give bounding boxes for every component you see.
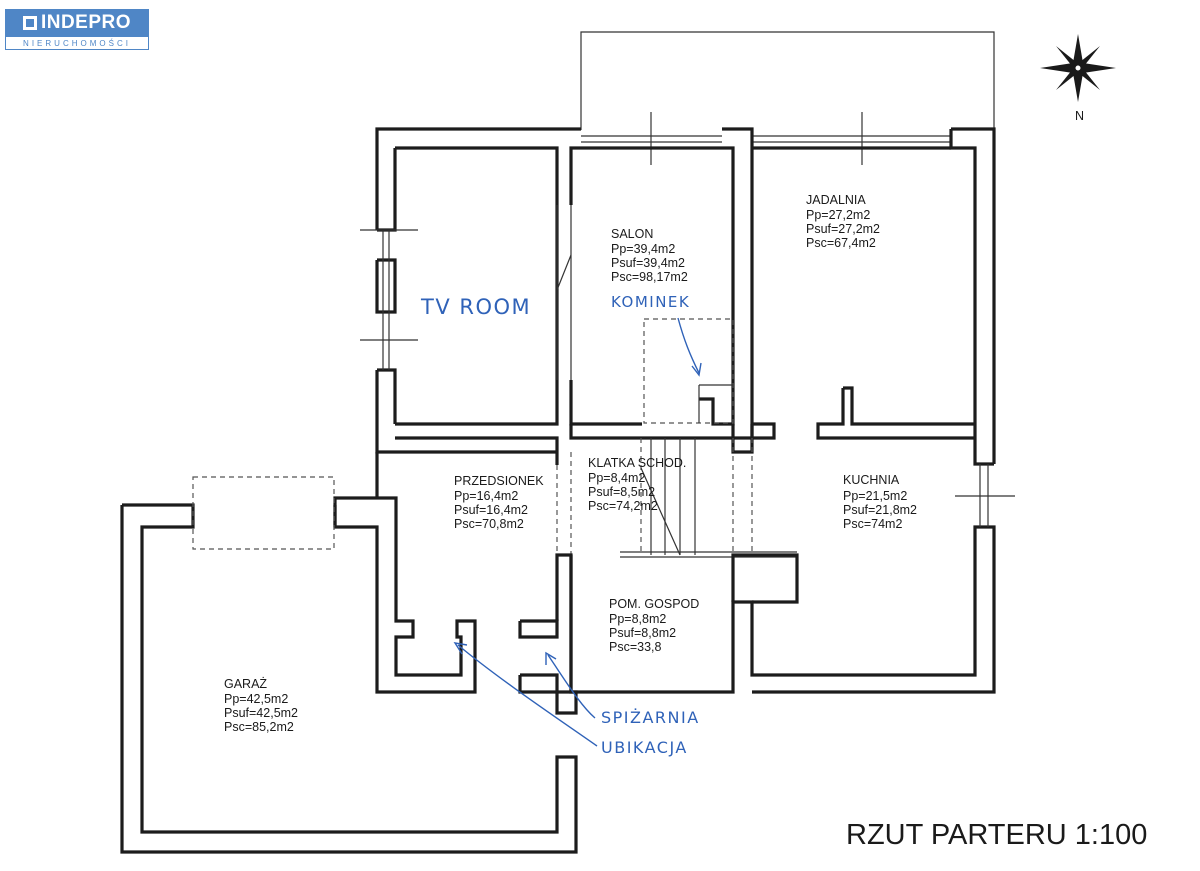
staircase bbox=[620, 438, 797, 558]
svg-text:SALON: SALON bbox=[611, 227, 653, 241]
handwritten-ubikacja: UBIKACJA bbox=[601, 738, 688, 757]
svg-text:Psuf=8,5m2: Psuf=8,5m2 bbox=[588, 485, 655, 499]
svg-text:Psc=98,17m2: Psc=98,17m2 bbox=[611, 270, 688, 284]
svg-text:Pp=8,8m2: Pp=8,8m2 bbox=[609, 612, 666, 626]
logo-name: INDEPRO bbox=[40, 11, 132, 33]
svg-text:Psc=70,8m2: Psc=70,8m2 bbox=[454, 517, 524, 531]
compass-rose-icon bbox=[1040, 34, 1116, 102]
svg-text:KUCHNIA: KUCHNIA bbox=[843, 473, 900, 487]
svg-text:Psuf=8,8m2: Psuf=8,8m2 bbox=[609, 626, 676, 640]
handwritten-kominek: KOMINEK bbox=[611, 293, 690, 311]
svg-text:KLATKA SCHOD.: KLATKA SCHOD. bbox=[588, 456, 686, 470]
room-label-klatka: KLATKA SCHOD. Pp=8,4m2 Psuf=8,5m2 Psc=74… bbox=[588, 456, 686, 513]
svg-text:Psc=74m2: Psc=74m2 bbox=[843, 517, 902, 531]
room-label-kuchnia: KUCHNIA Pp=21,5m2 Psuf=21,8m2 Psc=74m2 bbox=[843, 473, 917, 531]
svg-text:Pp=39,4m2: Pp=39,4m2 bbox=[611, 242, 675, 256]
handwritten-spizarnia: SPIŻARNIA bbox=[601, 708, 700, 727]
svg-text:Psuf=39,4m2: Psuf=39,4m2 bbox=[611, 256, 685, 270]
svg-text:Psuf=21,8m2: Psuf=21,8m2 bbox=[843, 503, 917, 517]
svg-text:Psc=74,2m2: Psc=74,2m2 bbox=[588, 499, 658, 513]
arrow-spizarnia bbox=[545, 651, 596, 719]
plan-title: RZUT PARTERU 1:100 bbox=[846, 819, 1147, 851]
window-salon bbox=[581, 112, 722, 165]
terrace-outline bbox=[580, 31, 995, 130]
svg-text:JADALNIA: JADALNIA bbox=[806, 193, 866, 207]
svg-text:Pp=21,5m2: Pp=21,5m2 bbox=[843, 489, 907, 503]
room-label-pom-gospod: POM. GOSPOD Pp=8,8m2 Psuf=8,8m2 Psc=33,8 bbox=[609, 597, 699, 654]
svg-text:Pp=27,2m2: Pp=27,2m2 bbox=[806, 208, 870, 222]
svg-text:Pp=42,5m2: Pp=42,5m2 bbox=[224, 692, 288, 706]
handwritten-tv-room: TV ROOM bbox=[420, 295, 531, 319]
svg-text:GARAŻ: GARAŻ bbox=[224, 677, 267, 691]
arrow-ubikacja bbox=[453, 642, 598, 747]
svg-text:Psc=67,4m2: Psc=67,4m2 bbox=[806, 236, 876, 250]
compass-north-label: N bbox=[1075, 109, 1084, 123]
svg-text:Pp=8,4m2: Pp=8,4m2 bbox=[588, 471, 645, 485]
logo-tagline: NIERUCHOMOŚCI bbox=[5, 36, 149, 50]
svg-text:Psuf=42,5m2: Psuf=42,5m2 bbox=[224, 706, 298, 720]
svg-text:Pp=16,4m2: Pp=16,4m2 bbox=[454, 489, 518, 503]
svg-text:Psc=85,2m2: Psc=85,2m2 bbox=[224, 720, 294, 734]
tv-room-walls bbox=[395, 146, 572, 426]
svg-text:Psc=33,8: Psc=33,8 bbox=[609, 640, 662, 654]
svg-text:PRZEDSIONEK: PRZEDSIONEK bbox=[454, 474, 544, 488]
room-label-przedsionek: PRZEDSIONEK Pp=16,4m2 Psuf=16,4m2 Psc=70… bbox=[454, 474, 544, 531]
przedsionek-walls bbox=[333, 424, 752, 715]
room-label-jadalnia: JADALNIA Pp=27,2m2 Psuf=27,2m2 Psc=67,4m… bbox=[806, 193, 880, 250]
svg-text:Psuf=16,4m2: Psuf=16,4m2 bbox=[454, 503, 528, 517]
window-kuchnia bbox=[955, 464, 1015, 527]
indepro-logo: INDEPRO NIERUCHOMOŚCI bbox=[5, 9, 149, 50]
outer-walls bbox=[360, 127, 996, 466]
pom-gospod-walls bbox=[555, 525, 996, 694]
room-label-salon: SALON Pp=39,4m2 Psuf=39,4m2 Psc=98,17m2 bbox=[611, 227, 688, 284]
arrow-kominek bbox=[677, 317, 702, 377]
logo-mark-icon bbox=[22, 15, 37, 30]
svg-text:POM. GOSPOD: POM. GOSPOD bbox=[609, 597, 699, 611]
room-label-garaz: GARAŻ Pp=42,5m2 Psuf=42,5m2 Psc=85,2m2 bbox=[224, 677, 298, 734]
svg-text:Psuf=27,2m2: Psuf=27,2m2 bbox=[806, 222, 880, 236]
jadalnia-walls bbox=[750, 146, 975, 440]
garage-walls bbox=[120, 476, 578, 854]
window-jadalnia bbox=[752, 112, 951, 165]
